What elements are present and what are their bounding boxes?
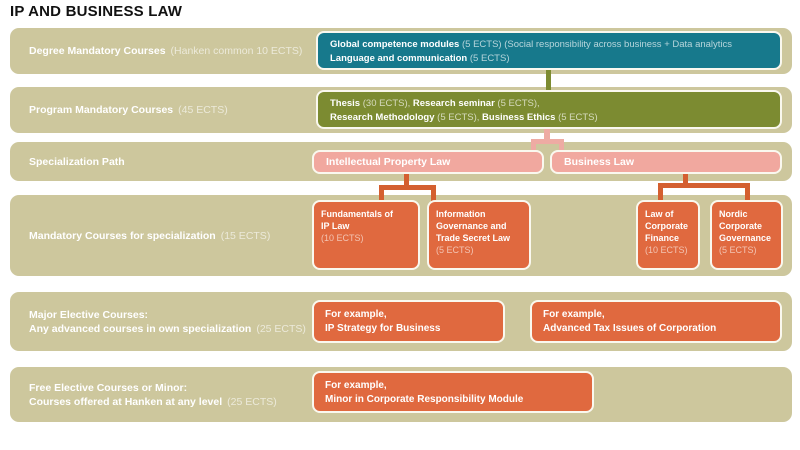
specialization-label: Intellectual Property Law [326, 156, 451, 168]
course-ects: (30 ECTS), [362, 98, 411, 109]
course-name: Language and communication [330, 53, 468, 64]
band-label-suffix: (25 ECTS) [227, 395, 277, 408]
connector-program-leg-right [559, 139, 564, 152]
band-label-suffix: (45 ECTS) [178, 104, 228, 116]
band-label-suffix: (Hanken common 10 ECTS) [170, 45, 303, 57]
band-label-text2: Any advanced courses in own specializati… [29, 322, 252, 335]
box-law-corporate-finance: Law of Corporate Finance (10 ECTS) [636, 200, 700, 270]
box-advanced-tax-example: For example, Advanced Tax Issues of Corp… [530, 300, 782, 343]
band-label: Mandatory Courses for specialization (15 … [29, 195, 270, 276]
course-name: Global competence modules [330, 39, 460, 50]
example-prefix: For example, [543, 309, 605, 320]
box-ip-strategy-example: For example, IP Strategy for Business [312, 300, 505, 343]
band-label: Degree Mandatory Courses (Hanken common 1… [29, 28, 302, 74]
connector-ip-bar [379, 185, 436, 190]
specialization-label: Business Law [564, 156, 635, 168]
example-prefix: For example, [325, 380, 387, 391]
band-label-text: Free Elective Courses or Minor: [29, 381, 188, 394]
box-global-competence-modules: Global competence modules (5 ECTS) (Soci… [316, 31, 782, 70]
band-label: Free Elective Courses or Minor: Courses … [29, 367, 277, 422]
course-name: Information Governance and Trade Secret … [436, 209, 511, 243]
page-title: IP AND BUSINESS LAW [10, 3, 183, 20]
course-ects: (5 ECTS), [497, 98, 540, 109]
course-ects: (5 ECTS) [436, 245, 474, 255]
band-label-text: Major Elective Courses: [29, 308, 149, 321]
connector-ip-leg-right [431, 185, 436, 202]
band-label: Major Elective Courses: Any advanced cou… [29, 292, 306, 351]
course-ects: (5 ECTS) [719, 245, 757, 255]
box-information-governance: Information Governance and Trade Secret … [427, 200, 531, 270]
box-nordic-corporate-governance: Nordic Corporate Governance (5 ECTS) [710, 200, 783, 270]
connector-program-stem [544, 126, 550, 141]
band-label-text: Specialization Path [29, 155, 125, 168]
connector-business-bar [658, 183, 750, 188]
connector-program-leg-left [531, 139, 536, 152]
course-name: Nordic Corporate Governance [719, 209, 772, 243]
course-name: Research Methodology [330, 112, 435, 123]
box-program-courses: Thesis (30 ECTS), Research seminar (5 EC… [316, 90, 782, 129]
band-label-text: Mandatory Courses for specialization [29, 229, 216, 242]
example-course: IP Strategy for Business [325, 323, 441, 334]
connector-business-stem [683, 171, 688, 185]
connector-degree-to-program [546, 69, 551, 92]
course-name: Business Ethics [482, 112, 556, 123]
course-ects: (5 ECTS) [558, 112, 598, 123]
band-label-text: Program Mandatory Courses [29, 104, 174, 116]
course-ects: (5 ECTS) (Social responsibility across b… [461, 39, 733, 50]
band-label-suffix: (15 ECTS) [220, 229, 271, 242]
course-name: Research seminar [412, 98, 495, 109]
box-minor-corporate-responsibility: For example, Minor in Corporate Responsi… [312, 371, 594, 413]
band-label-text2: Courses offered at Hanken at any level [29, 395, 223, 408]
band-label: Program Mandatory Courses (45 ECTS) [29, 87, 228, 133]
course-ects: (10 ECTS) [645, 245, 688, 255]
box-fundamentals-ip-law: Fundamentals of IP Law (10 ECTS) [312, 200, 420, 270]
connector-ip-leg-left [379, 185, 384, 202]
course-ects: (5 ECTS), [437, 112, 480, 123]
example-course: Minor in Corporate Responsibility Module [325, 394, 524, 405]
course-ects: (10 ECTS) [321, 233, 364, 243]
box-business-law: Business Law [550, 150, 782, 174]
course-name: Law of Corporate Finance [645, 209, 689, 243]
example-course: Advanced Tax Issues of Corporation [543, 323, 717, 334]
course-name: Fundamentals of IP Law [321, 209, 394, 231]
band-label-suffix: (25 ECTS) [256, 322, 306, 335]
connector-business-leg-right [745, 183, 750, 202]
course-ects: (5 ECTS) [469, 53, 510, 64]
connector-business-leg-left [658, 183, 663, 202]
connector-program-bar [531, 139, 564, 144]
box-intellectual-property-law: Intellectual Property Law [312, 150, 544, 174]
connector-ip-stem [404, 171, 409, 187]
example-prefix: For example, [325, 309, 387, 320]
band-label-text: Degree Mandatory Courses [29, 45, 166, 57]
course-name: Thesis [330, 98, 361, 109]
band-label: Specialization Path [29, 142, 125, 181]
